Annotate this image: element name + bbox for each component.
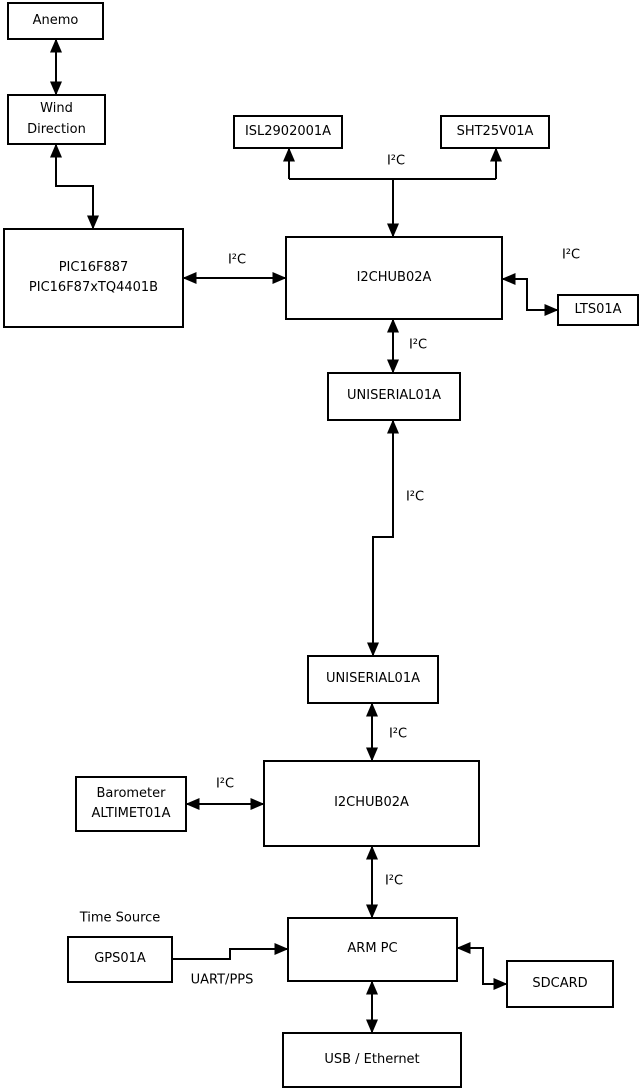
node-i2chub02a-2: I2CHUB02A [263, 760, 480, 847]
node-gps01a-label: GPS01A [94, 951, 146, 967]
node-sdcard: SDCARD [506, 960, 614, 1008]
node-sdcard-label: SDCARD [532, 975, 588, 991]
node-arm-pc-label: ARM PC [347, 941, 398, 957]
node-gps01a: GPS01A [67, 936, 173, 983]
edge-label-i2c-sensor-tee: I²C [386, 153, 406, 169]
node-usb-ethernet: USB / Ethernet [282, 1032, 462, 1088]
connector-i2chub1-lts [501, 273, 559, 316]
edge-label-i2c-barometer-hub2: I²C [215, 776, 235, 792]
node-i2chub02a-1-label: I2CHUB02A [356, 269, 432, 285]
node-lts01a-label: LTS01A [574, 301, 622, 317]
annotation-time-source: Time Source [79, 910, 161, 926]
node-pic16f887: PIC16F887 PIC16F87xTQ4401B [3, 228, 184, 328]
connector-gps-armpc [173, 943, 289, 960]
edge-label-uart-pps: UART/PPS [190, 972, 254, 988]
node-sht25v01a: SHT25V01A [440, 115, 550, 149]
node-barometer-altimet01a: Barometer ALTIMET01A [75, 776, 187, 832]
node-i2chub02a-1: I2CHUB02A [285, 236, 503, 320]
node-pic16f887-label: PIC16F887 PIC16F87xTQ4401B [28, 259, 159, 295]
node-wind-direction: Wind Direction [7, 94, 106, 145]
node-arm-pc: ARM PC [287, 917, 458, 982]
node-wind-direction-label: Wind Direction [27, 101, 86, 137]
node-lts01a: LTS01A [557, 294, 639, 326]
node-anemo-label: Anemo [32, 12, 79, 28]
connector-uniserial1-uniserial2 [367, 419, 399, 657]
edge-label-i2c-hub2-armpc: I²C [384, 873, 404, 889]
node-i2chub02a-2-label: I2CHUB02A [334, 795, 409, 811]
edge-label-i2c-uniserial2-hub2: I²C [388, 726, 408, 742]
node-barometer-altimet01a-label: Barometer ALTIMET01A [91, 785, 171, 821]
edge-label-i2c-uniserial-link: I²C [405, 489, 425, 505]
node-uniserial01a-2: UNISERIAL01A [307, 655, 439, 704]
connector-armpc-sdcard [456, 942, 508, 990]
node-usb-ethernet-label: USB / Ethernet [324, 1051, 420, 1067]
edge-label-i2c-hub1-uniserial1: I²C [408, 337, 428, 353]
node-anemo: Anemo [7, 2, 104, 40]
node-uniserial01a-1-label: UNISERIAL01A [347, 388, 441, 404]
edge-label-i2c-hub1-lts: I²C [561, 247, 581, 263]
node-isl2902001a-label: ISL2902001A [244, 123, 332, 139]
edge-label-i2c-pic-hub1: I²C [227, 252, 247, 268]
connector-wind-pic [50, 143, 99, 230]
node-isl2902001a: ISL2902001A [233, 115, 343, 149]
node-sht25v01a-label: SHT25V01A [456, 123, 534, 139]
node-uniserial01a-2-label: UNISERIAL01A [326, 671, 420, 687]
node-uniserial01a-1: UNISERIAL01A [327, 372, 461, 421]
